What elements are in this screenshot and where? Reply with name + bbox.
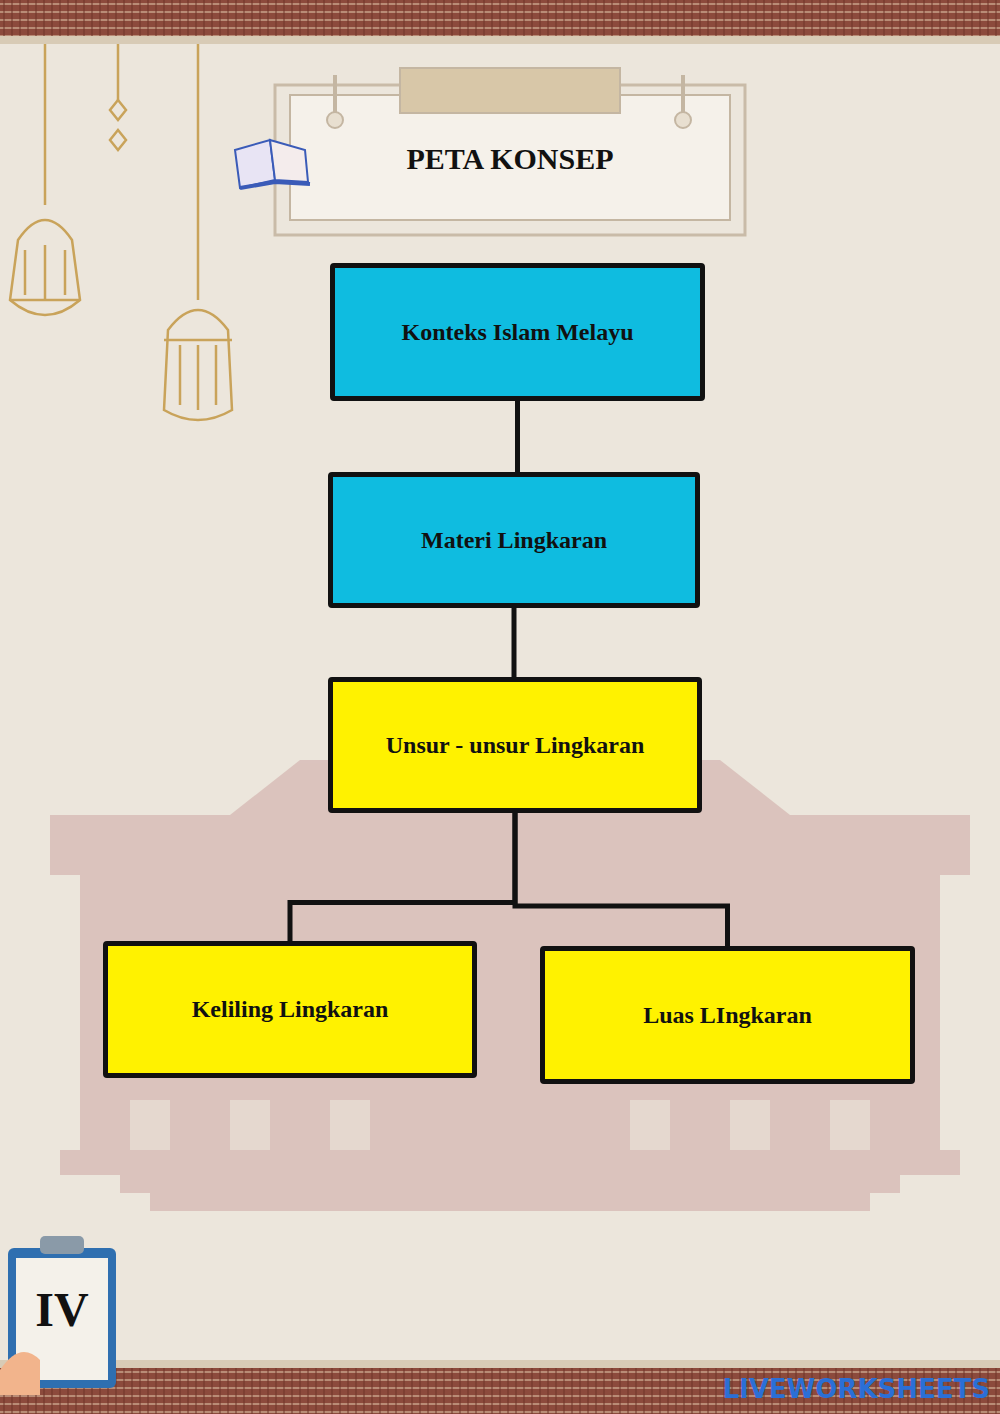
connector-line xyxy=(515,813,728,946)
concept-box: Materi Lingkaran xyxy=(328,472,700,608)
box-label: Konteks Islam Melayu xyxy=(387,319,647,346)
concept-box: Unsur - unsur Lingkaran xyxy=(328,677,702,813)
watermark: LIVEWORKSHEETS xyxy=(700,1374,990,1404)
connector-line xyxy=(515,401,520,472)
connector-line xyxy=(290,813,515,941)
page-title: PETA KONSEP xyxy=(320,142,700,176)
concept-box: Konteks Islam Melayu xyxy=(330,263,705,401)
box-label: Luas LIngkaran xyxy=(629,1002,826,1029)
concept-box: Luas LIngkaran xyxy=(540,946,915,1084)
connector-line xyxy=(512,608,517,677)
concept-box: Keliling Lingkaran xyxy=(103,941,477,1078)
box-label: Keliling Lingkaran xyxy=(178,996,403,1023)
box-label: Materi Lingkaran xyxy=(407,527,621,554)
box-label: Unsur - unsur Lingkaran xyxy=(372,732,659,759)
page-number: IV xyxy=(16,1282,108,1337)
